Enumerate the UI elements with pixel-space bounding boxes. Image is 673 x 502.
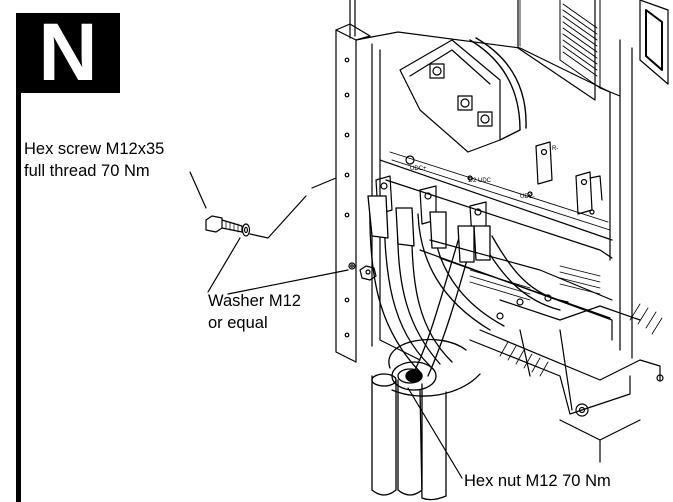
svg-text:R-: R- [552, 146, 558, 152]
svg-text:UDC+: UDC+ [410, 166, 427, 172]
hex-screw-part [205, 215, 243, 233]
door-handle-frame [639, 0, 669, 85]
callout-washer: Washer M12 or equal [208, 290, 301, 334]
busbar-tabs: R- [535, 141, 603, 215]
grille-hatch [469, 265, 601, 301]
step-badge: N [16, 12, 120, 94]
cable-clamp [388, 338, 481, 397]
inner-chassis: UDC+ 1/2 UDC UDC- [355, 31, 613, 361]
washer-part [241, 223, 251, 237]
callout-hex-screw-line2: full thread 70 Nm [24, 162, 150, 180]
vent-louvers [559, 0, 601, 89]
left-mounting-plate [335, 23, 371, 363]
cabinet-upper-body [349, 0, 669, 359]
callout-hex-screw-line1: Hex screw M12x35 [24, 140, 165, 158]
cable-conduits [371, 368, 447, 501]
assembly-line-2 [311, 177, 337, 189]
svg-text:1/2 UDC: 1/2 UDC [468, 178, 492, 184]
mounted-hex-nut [348, 262, 377, 281]
callout-hex-nut: Hex nut M12 70 Nm [464, 472, 611, 490]
base-tray [419, 239, 664, 463]
upper-terminal-block [399, 37, 527, 153]
callout-washer-line1: Washer M12 [208, 292, 301, 310]
leader-lines [189, 171, 463, 479]
assembly-line [249, 195, 307, 239]
step-rule [16, 93, 21, 502]
svg-text:UDC-: UDC- [520, 194, 535, 200]
callout-washer-line2: or equal [208, 314, 268, 332]
callout-hex-screw: Hex screw M12x35 full thread 70 Nm [24, 138, 164, 182]
power-cables [367, 195, 569, 377]
